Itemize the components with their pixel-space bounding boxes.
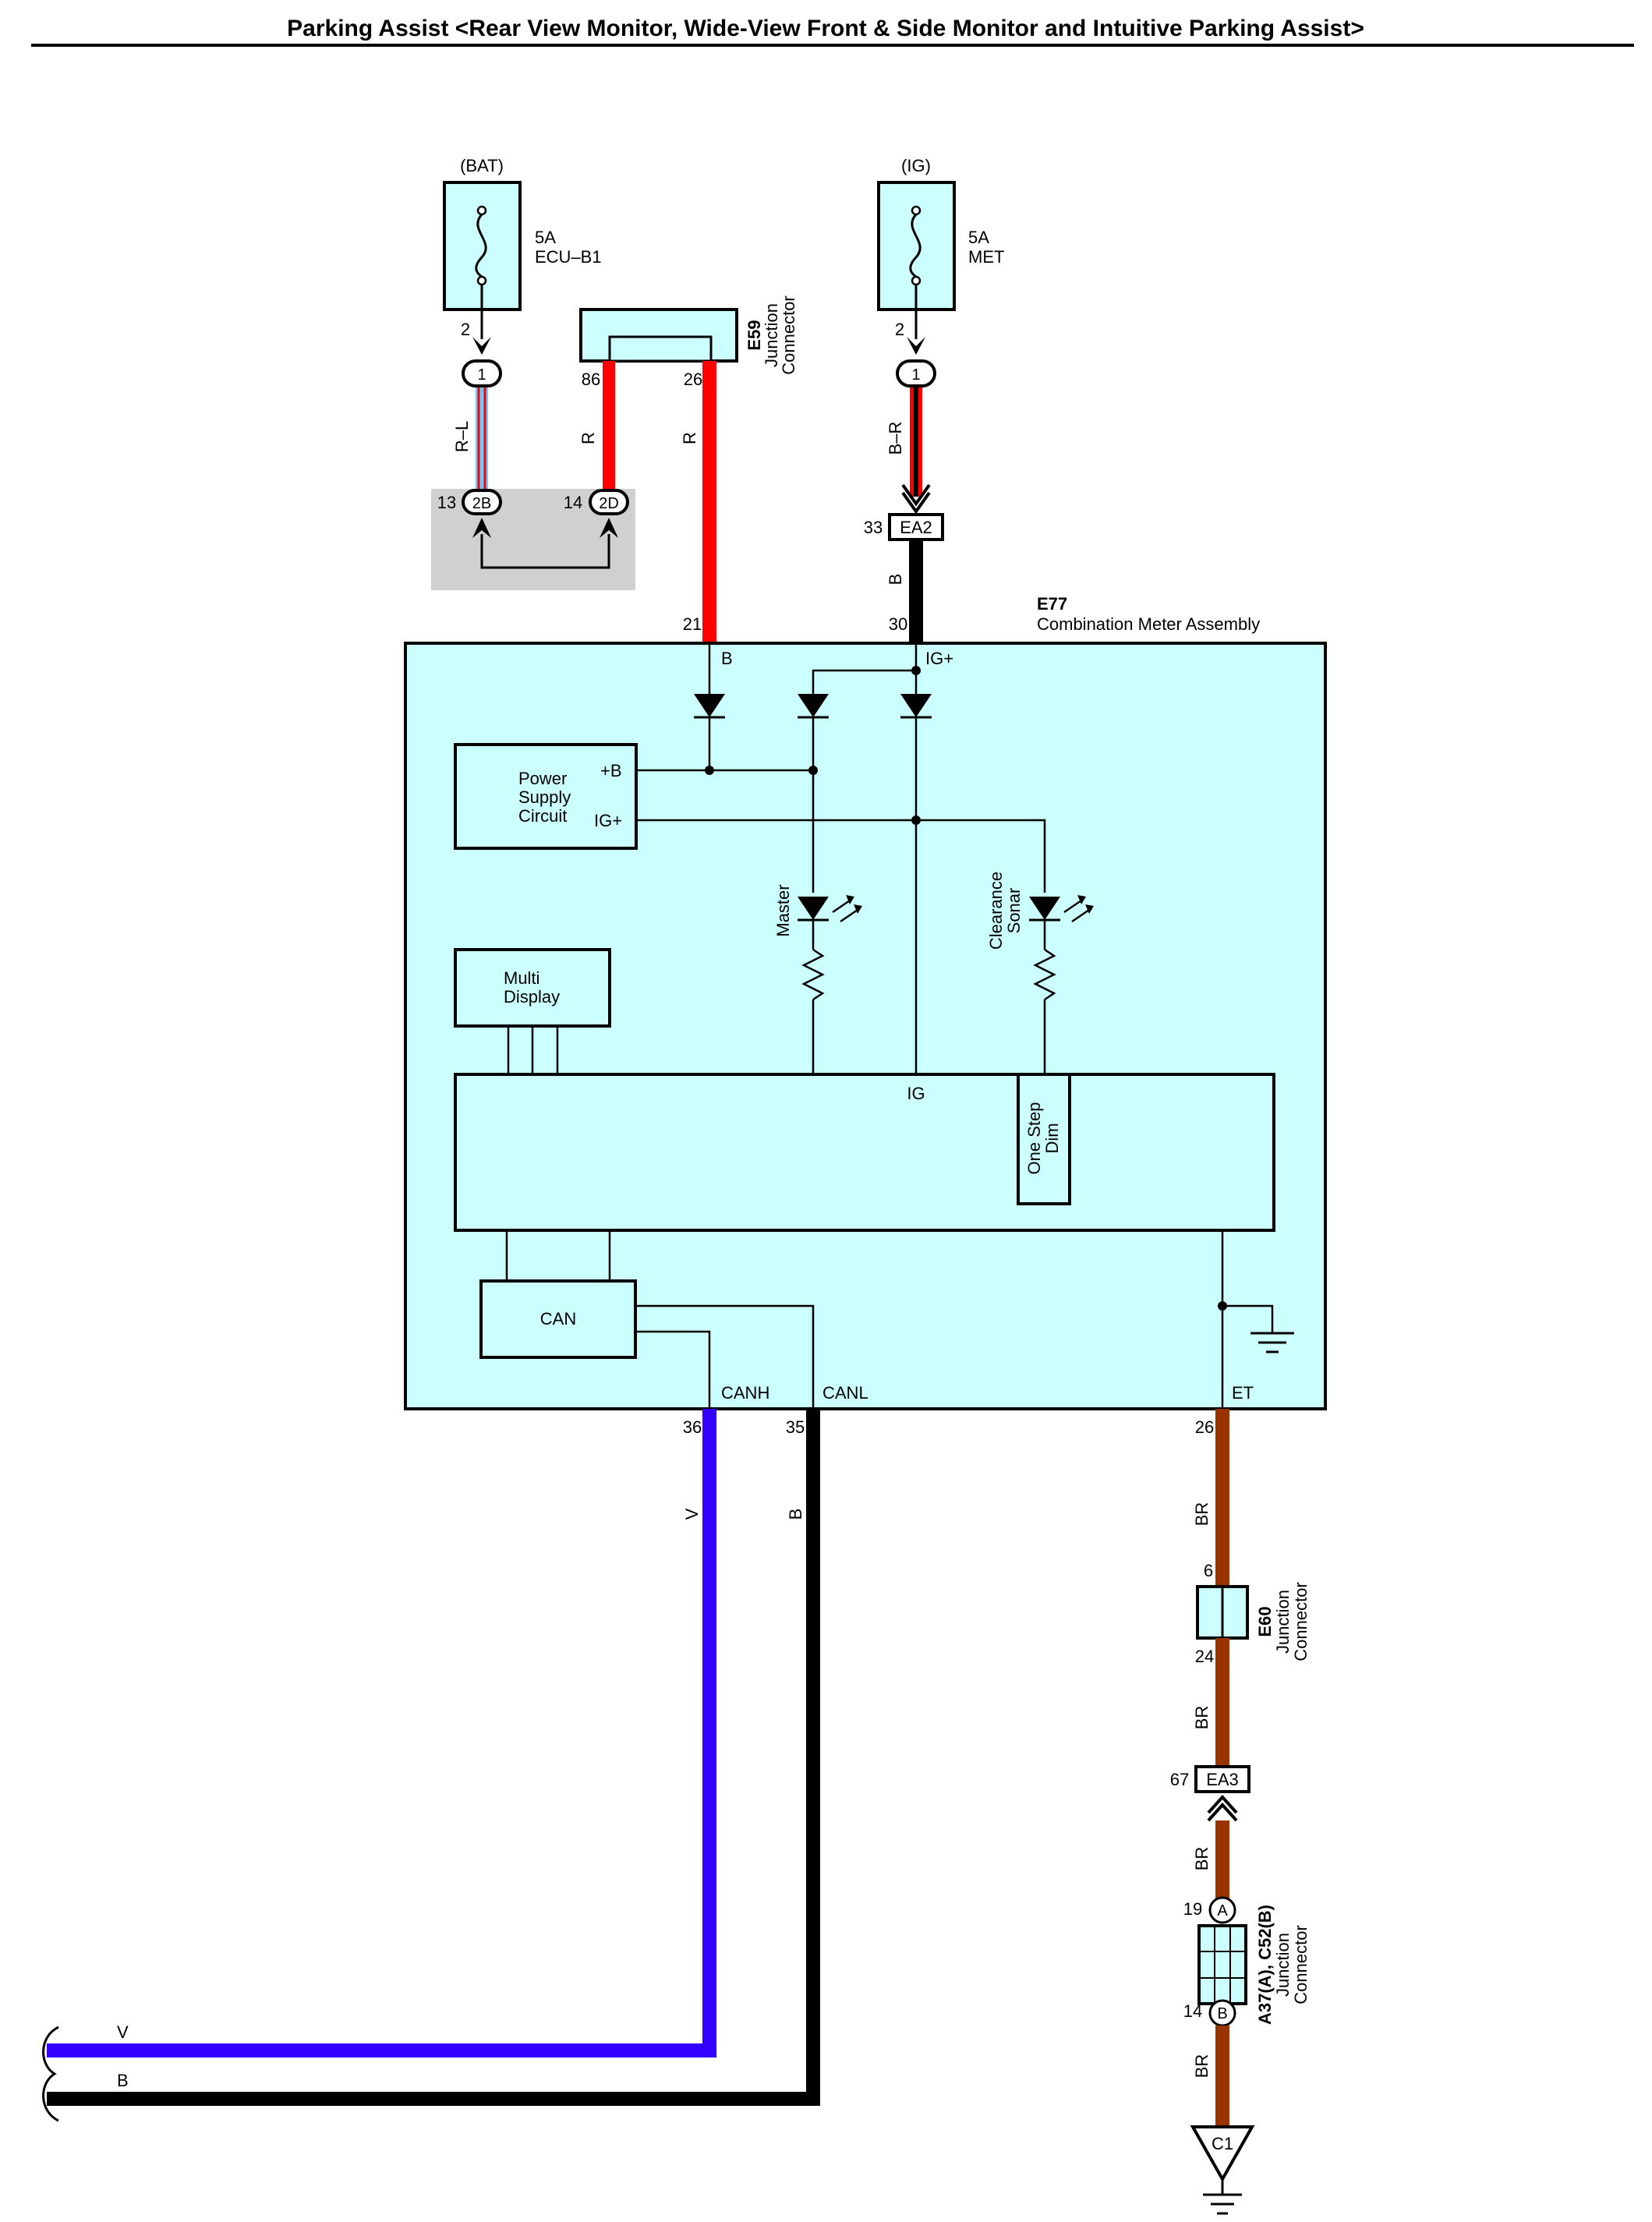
- wire-b-r-label: B–R: [886, 422, 905, 455]
- a37-id-a: A: [1217, 1902, 1228, 1919]
- fuse-bat-conn: 1: [477, 366, 486, 384]
- a37-pin-19: 19: [1183, 1899, 1202, 1919]
- ground-c1-id: C1: [1212, 2134, 1233, 2153]
- e59-pin-86: 86: [582, 370, 600, 389]
- conn-2d-pin: 14: [564, 493, 582, 512]
- e77-name: Combination Meter Assembly: [1037, 614, 1260, 634]
- a37-c52-junction-connector: 19 A 14 B A37(A), C52(B) Junction Connec…: [1183, 1896, 1311, 2027]
- conn-2d-id: 2D: [599, 495, 619, 512]
- conn-2b-pin: 13: [437, 493, 456, 512]
- wire-br-1: [1215, 1409, 1229, 1587]
- e60-pin-24: 24: [1195, 1647, 1214, 1666]
- diagram-title: Parking Assist <Rear View Monitor, Wide-…: [287, 16, 1364, 41]
- wire-b-ig: [909, 540, 923, 643]
- e60-name1: Junction: [1273, 1590, 1293, 1654]
- e77-igplus-terminal: IG+: [925, 649, 953, 668]
- wire-canh-label: V: [682, 1508, 702, 1520]
- wire-b-ig-label: B: [886, 574, 905, 586]
- a37-name1: Junction: [1273, 1933, 1293, 1997]
- e59-junction-connector: E59 Junction Connector 86 26: [579, 295, 798, 389]
- ea2-connector: 33 EA2: [864, 513, 944, 541]
- multi-display-line2: Display: [504, 987, 560, 1007]
- supply-bat-label: (BAT): [460, 156, 504, 175]
- led-master-label: Master: [773, 884, 793, 936]
- ea3-connector: 67 EA3: [1170, 1765, 1250, 1822]
- wire-r-l-label: R–L: [452, 421, 472, 452]
- fuse-bat-name: ECU–B1: [535, 247, 602, 267]
- bottom-v-label: V: [117, 2022, 129, 2042]
- e77-pin-35: 35: [786, 1417, 805, 1437]
- fuse-ecu-b1: (BAT) 5A ECU–B1 2 1: [443, 156, 602, 387]
- gray-connector-area: 13 2B 14 2D: [431, 489, 635, 590]
- e77-b-terminal: B: [721, 649, 733, 668]
- e77-pin-36: 36: [683, 1417, 702, 1437]
- canl-terminal: CANL: [822, 1383, 868, 1403]
- e59-name2: Connector: [779, 295, 798, 375]
- one-step-line2: Dim: [1042, 1123, 1062, 1153]
- fuse-ig-name: MET: [968, 247, 1004, 267]
- psc-line2: Supply: [518, 787, 571, 807]
- a37-code: A37(A), C52(B): [1255, 1905, 1275, 2025]
- e60-name2: Connector: [1291, 1582, 1311, 1661]
- e59-pin-26: 26: [684, 370, 702, 389]
- a37-name2: Connector: [1291, 1925, 1311, 2004]
- wire-canl-label: B: [786, 1509, 805, 1520]
- fuse-bat-pin: 2: [461, 320, 470, 339]
- e77-pin-21: 21: [683, 614, 702, 634]
- break-mark: [42, 2026, 59, 2122]
- wire-r-l: R–L: [452, 387, 488, 489]
- supply-ig-label: (IG): [901, 156, 931, 175]
- fuse-ig-rating: 5A: [968, 228, 989, 247]
- wire-r-26-label: R: [680, 432, 699, 444]
- a37-pin-14: 14: [1183, 2001, 1202, 2021]
- wire-r-26: [702, 361, 716, 643]
- ea3-id: EA3: [1206, 1770, 1239, 1789]
- psc-line1: Power: [518, 769, 567, 788]
- psc-ig-plus: IG+: [594, 811, 622, 830]
- e60-pin-6: 6: [1204, 1561, 1213, 1580]
- wire-b-r: B–R: [886, 387, 931, 515]
- conn-2b-id: 2B: [472, 495, 491, 512]
- led-clearance-label1: Clearance: [986, 872, 1006, 950]
- wire-br-2-label: BR: [1192, 1706, 1212, 1730]
- wire-canl-black: [47, 1409, 820, 2106]
- ea3-pin: 67: [1170, 1770, 1189, 1789]
- e77-combination-meter: E77 Combination Meter Assembly 21 30 B I…: [404, 594, 1327, 1437]
- multi-display-line1: Multi: [504, 968, 539, 988]
- e77-code: E77: [1037, 594, 1067, 614]
- led-clearance-label2: Sonar: [1004, 888, 1024, 934]
- e77-pin-26: 26: [1195, 1417, 1214, 1437]
- fuse-ig-conn: 1: [911, 366, 920, 384]
- wire-br-4: [1215, 2026, 1229, 2127]
- one-step-line1: One Step: [1024, 1102, 1044, 1175]
- fuse-ig-pin: 2: [895, 320, 904, 339]
- e60-junction-connector: 6 24 E60 Junction Connector: [1195, 1561, 1311, 1666]
- main-ig-label: IG: [907, 1084, 925, 1103]
- wire-br-2: [1215, 1638, 1229, 1767]
- wire-canh-violet: [47, 1409, 716, 2057]
- e60-code: E60: [1255, 1606, 1275, 1636]
- ea2-id: EA2: [900, 518, 932, 537]
- fuse-bat-rating: 5A: [535, 228, 556, 247]
- e59-code: E59: [745, 320, 764, 350]
- bottom-b-label: B: [117, 2071, 129, 2090]
- can-label: CAN: [540, 1309, 576, 1329]
- psc-plus-b: +B: [600, 761, 622, 780]
- fuse-met: (IG) 5A MET 2 1: [877, 156, 1004, 387]
- wire-br-4-label: BR: [1192, 2054, 1212, 2079]
- ea2-pin: 33: [864, 518, 883, 537]
- ground-c1: C1: [1190, 2125, 1255, 2215]
- wire-br-1-label: BR: [1192, 1502, 1212, 1527]
- e59-name1: Junction: [762, 303, 781, 367]
- wire-r-86-label: R: [578, 432, 598, 444]
- canh-terminal: CANH: [721, 1383, 769, 1403]
- a37-id-b: B: [1217, 2005, 1227, 2022]
- wire-r-86: [603, 361, 615, 489]
- et-terminal: ET: [1232, 1383, 1254, 1403]
- psc-line3: Circuit: [518, 806, 567, 826]
- wire-br-3: [1215, 1820, 1229, 1906]
- wire-br-3-label: BR: [1192, 1847, 1212, 1871]
- e77-pin-30: 30: [889, 614, 907, 634]
